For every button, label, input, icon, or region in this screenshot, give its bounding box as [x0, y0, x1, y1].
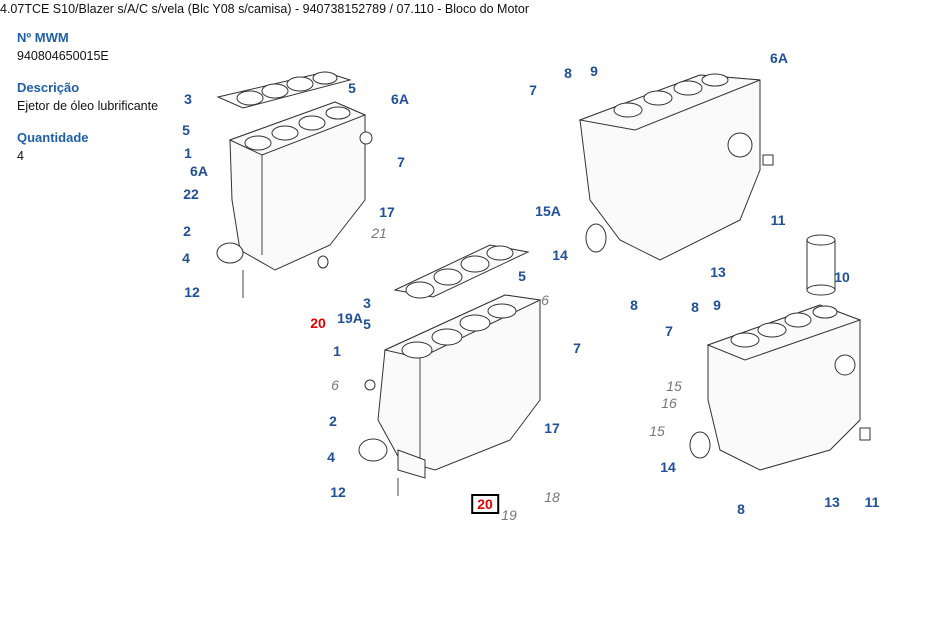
description-value: Ejetor de óleo lubrificante — [17, 99, 159, 113]
callout-19[interactable]: 19 — [501, 507, 517, 523]
part-info-panel: Nº MWM 940804650015E Descrição Ejetor de… — [17, 30, 177, 180]
callout-8[interactable]: 8 — [691, 299, 699, 315]
callout-6a[interactable]: 6A — [190, 163, 208, 179]
engine-block-2-drawing — [358, 244, 542, 496]
callout-15[interactable]: 15 — [666, 378, 682, 394]
callout-14[interactable]: 14 — [660, 459, 676, 475]
callout-3[interactable]: 3 — [363, 295, 371, 311]
callout-2[interactable]: 2 — [329, 413, 337, 429]
quantity-value: 4 — [17, 149, 24, 163]
callout-7[interactable]: 7 — [529, 82, 537, 98]
quantity-label: Quantidade — [17, 130, 89, 145]
callout-12[interactable]: 12 — [330, 484, 346, 500]
callout-19a[interactable]: 19A — [337, 310, 363, 326]
engine-block-3-drawing — [578, 73, 774, 261]
callout-16[interactable]: 16 — [661, 395, 677, 411]
mwm-value: 940804650015E — [17, 49, 109, 63]
callout-7[interactable]: 7 — [573, 340, 581, 356]
callout-7[interactable]: 7 — [665, 323, 673, 339]
callout-9[interactable]: 9 — [713, 297, 721, 313]
callout-20-selected[interactable]: 20 — [471, 494, 499, 514]
callout-4[interactable]: 4 — [327, 449, 335, 465]
engine-block-4-drawing — [689, 234, 871, 471]
callout-22[interactable]: 22 — [183, 186, 199, 202]
callout-5[interactable]: 5 — [182, 122, 190, 138]
callout-4[interactable]: 4 — [182, 250, 190, 266]
callout-5[interactable]: 5 — [518, 268, 526, 284]
callout-9[interactable]: 9 — [590, 63, 598, 79]
callout-11[interactable]: 11 — [864, 494, 880, 510]
callout-18[interactable]: 18 — [544, 489, 560, 505]
callout-7[interactable]: 7 — [397, 154, 405, 170]
callout-20-highlighted[interactable]: 20 — [310, 315, 326, 331]
callout-8[interactable]: 8 — [630, 297, 638, 313]
callout-2[interactable]: 2 — [183, 223, 191, 239]
callout-10[interactable]: 10 — [834, 269, 850, 285]
callout-13[interactable]: 13 — [710, 264, 726, 280]
mwm-label: Nº MWM — [17, 30, 69, 45]
callout-14[interactable]: 14 — [552, 247, 568, 263]
callout-8[interactable]: 8 — [564, 65, 572, 81]
callout-21[interactable]: 21 — [371, 225, 387, 241]
callout-1[interactable]: 1 — [184, 145, 192, 161]
description-label: Descrição — [17, 80, 80, 95]
callout-11[interactable]: 11 — [770, 212, 786, 228]
callout-1[interactable]: 1 — [333, 343, 341, 359]
callout-8[interactable]: 8 — [737, 501, 745, 517]
callout-15a[interactable]: 15A — [535, 203, 561, 219]
callout-12[interactable]: 12 — [184, 284, 200, 300]
page-title: 4.07TCE S10/Blazer s/A/C s/vela (Blc Y08… — [0, 2, 529, 16]
callout-17[interactable]: 17 — [544, 420, 560, 436]
callout-6a[interactable]: 6A — [770, 50, 788, 66]
callout-6[interactable]: 6 — [331, 377, 339, 393]
callout-13[interactable]: 13 — [824, 494, 840, 510]
callout-6[interactable]: 6 — [541, 292, 549, 308]
callout-3[interactable]: 3 — [184, 91, 192, 107]
callout-6a[interactable]: 6A — [391, 91, 409, 107]
callout-5[interactable]: 5 — [348, 80, 356, 96]
callout-17[interactable]: 17 — [379, 204, 395, 220]
callout-5[interactable]: 5 — [363, 316, 371, 332]
callout-15[interactable]: 15 — [649, 423, 665, 439]
engine-block-1-drawing — [216, 71, 373, 298]
